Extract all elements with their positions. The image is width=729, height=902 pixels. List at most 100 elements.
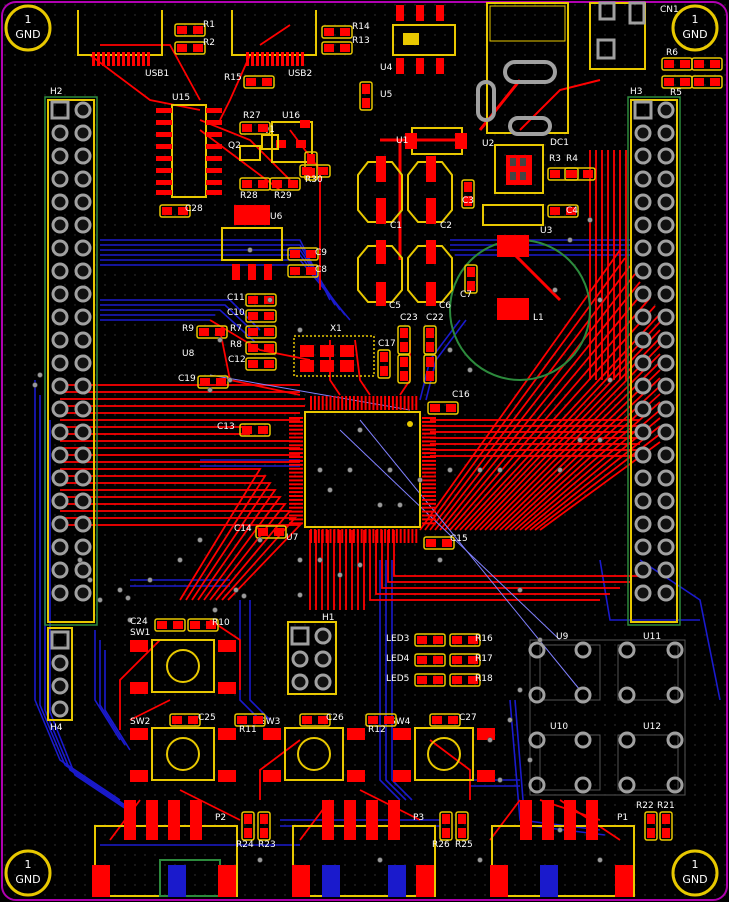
smd-pad [550,207,560,215]
qfp-pin [422,459,436,462]
r17-label: R17 [475,654,493,664]
via [437,557,443,563]
header-pin [50,630,70,650]
header-pin [51,400,69,418]
header-pin [74,469,92,487]
smd-outline [455,811,469,841]
c13-label: C13 [217,422,235,432]
qfp-pin [289,424,303,427]
header-pin [51,538,69,556]
header-pin [290,626,310,646]
mounting-hole-tr: 1 GND [671,4,719,52]
r13-label: R13 [352,36,370,46]
smd-pad [242,180,252,188]
smd-outline [287,264,319,278]
header-h3: H3 [627,87,681,626]
qfp-pin [422,456,436,458]
qfp-pin [289,506,303,509]
via [317,557,323,563]
h3-label: H3 [630,87,643,97]
qfp-pin [368,396,371,410]
designator-labels: R1 R2 R14 R13 R15 U5 R6 R5 R27 R28 R29 R… [130,20,682,850]
via [477,467,483,473]
r4-label: R4 [566,154,578,164]
header-pin [634,469,652,487]
qfp-pin [422,498,436,501]
r29-label: R29 [274,191,292,201]
qfp-pin [422,518,436,521]
mounting-hole-number: 1 [25,858,32,871]
via [467,367,473,373]
r5-label: R5 [670,88,682,98]
qfp-pin [289,440,303,443]
header-pin [51,147,69,165]
smd-outline [423,354,437,384]
via [227,377,233,383]
smd-pad [442,539,452,547]
qfp-pin [329,529,332,543]
header-pin [314,627,332,645]
r26-label: R26 [432,840,450,850]
qfp-pin [391,396,394,410]
smd-pad [433,656,443,664]
via [317,467,323,473]
c24-label: C24 [130,617,148,627]
smd-passives [154,23,723,841]
smd-pad [664,60,674,68]
header-pin [51,654,69,672]
header-pin [51,515,69,533]
qfp-pin [422,479,436,482]
r3-label: R3 [549,154,561,164]
header-pin [634,354,652,372]
c5-label: C5 [389,301,401,311]
qfp-pin [364,529,367,543]
via [257,857,263,863]
via [517,587,523,593]
qfp-pin [321,396,324,410]
header-pin [74,492,92,510]
u9-u12-modules: U9 U11 U10 U12 [528,632,686,796]
u7-pins [289,396,436,543]
smd-outline [154,618,186,632]
header-pin [51,423,69,441]
smd-outline [439,811,453,841]
header-pin [634,538,652,556]
smd-pad [662,828,670,838]
c25-label: C25 [198,713,216,723]
header-pin [657,170,675,188]
header-pin [314,650,332,668]
smd-pad [318,167,328,175]
via [477,857,483,863]
qfp-pin [422,491,436,494]
smd-pad [248,312,258,320]
via [447,347,453,353]
qfp-pin [403,396,406,410]
smd-outline [245,357,277,371]
smd-outline [239,423,271,437]
smd-pad [177,26,187,34]
mounting-hole-net: GND [15,873,40,886]
smd-pad [380,366,388,376]
smd-pad [680,60,690,68]
header-pin [51,700,69,718]
cn1-connector: CN1 [589,1,679,70]
qfp-pin [422,436,436,439]
u3-ic: U3 L1 [482,204,552,323]
header-h3-pins [633,100,675,602]
qfp-pin [422,452,436,455]
header-pin [657,193,675,211]
smd-outline [414,633,446,647]
c1-label: C1 [390,221,402,231]
smd-pad [467,281,475,291]
via [447,467,453,473]
smd-pad [260,814,268,824]
smd-pad [244,814,252,824]
smd-pad [216,378,226,386]
via [327,487,333,493]
r24-label: R24 [236,840,254,850]
via [257,537,263,543]
via [557,467,563,473]
header-pin [74,262,92,280]
qfp-pin [333,529,336,543]
mounting-hole-number: 1 [25,13,32,26]
